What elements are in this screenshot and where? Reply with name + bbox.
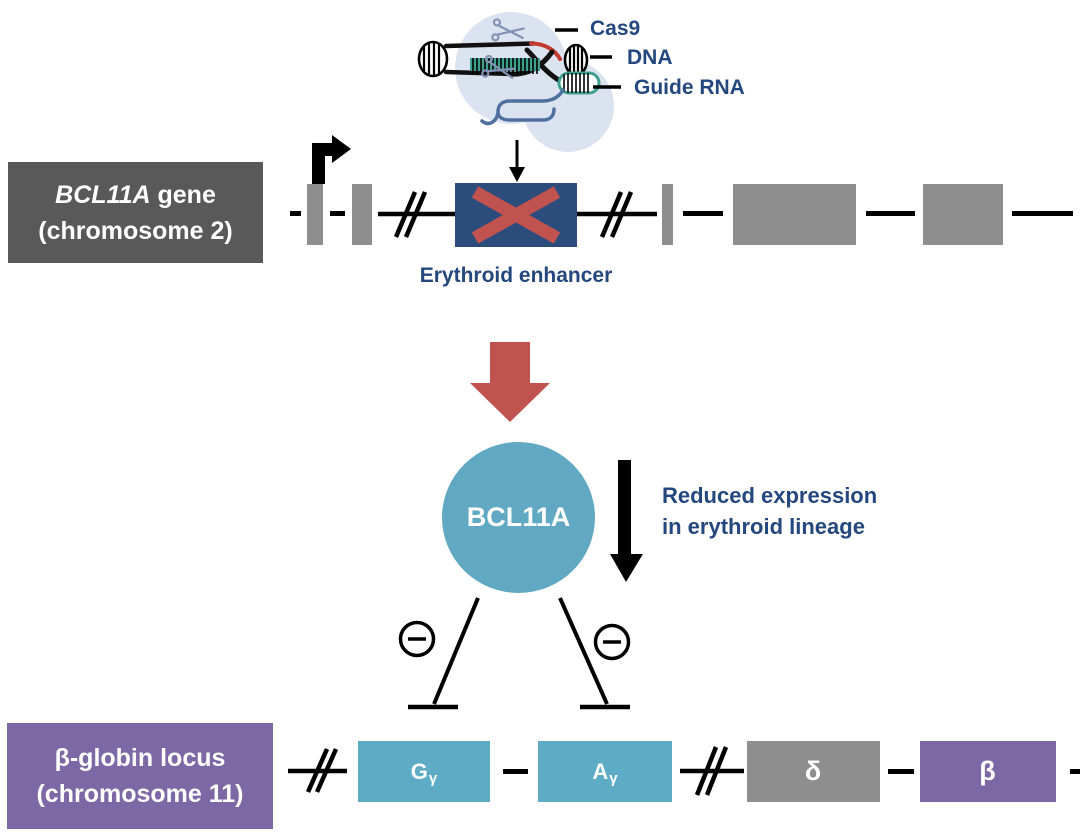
reduced-expression-note: Reduced expression in erythroid lineage <box>662 480 877 542</box>
guide-rna-label: Guide RNA <box>634 76 745 99</box>
gene-name-suffix: gene <box>150 180 216 209</box>
guide-rna-scaffold <box>480 88 565 126</box>
exon <box>923 184 1003 245</box>
scissors-icon <box>491 18 525 42</box>
track-connector <box>503 769 528 774</box>
inhibition-assembly <box>398 597 631 710</box>
gene-subscript: γ <box>428 770 438 787</box>
gene-box-delta: δ <box>747 741 880 802</box>
track-connector <box>866 211 915 216</box>
cut-dna-strand <box>529 41 562 61</box>
track-connector <box>1012 211 1073 216</box>
reduced-expression-arrow-icon <box>610 460 643 582</box>
track-break-icon <box>288 748 347 793</box>
beta-globin-track-label: β-globin locus (chromosome 11) <box>7 723 273 829</box>
gene-symbol: δ <box>804 756 822 786</box>
track-title-line2: (chromosome 11) <box>36 780 244 808</box>
cas9-label: Cas9 <box>590 17 641 40</box>
promoter-arrow-icon <box>312 135 351 184</box>
gene-symbol: β <box>979 756 996 786</box>
gene-subscript: γ <box>609 770 618 787</box>
minus-circle-icon <box>398 620 436 658</box>
erythroid-enhancer-box <box>455 183 577 247</box>
track-connector <box>683 211 723 216</box>
crispr-complex-illustration <box>417 12 621 152</box>
dna-helix-left-icon <box>417 40 449 78</box>
gene-symbol: G <box>410 758 428 784</box>
track-break-icon <box>680 746 744 796</box>
gene-name: BCL11A <box>55 180 151 209</box>
note-line1: Reduced expression <box>662 483 878 508</box>
exon <box>662 184 673 245</box>
track-connector <box>330 211 345 216</box>
gene-symbol: A <box>592 758 609 784</box>
scissors-icon <box>481 54 516 80</box>
bcl11a-gene-track-label: BCL11A gene (chromosome 2) <box>8 162 263 263</box>
note-line2: in erythroid lineage <box>662 514 865 539</box>
targeting-arrow-icon <box>509 140 525 182</box>
label-connectors <box>555 28 621 89</box>
exon <box>733 184 856 245</box>
protein-label: BCL11A <box>466 502 571 532</box>
track-title-line2: (chromosome 2) <box>38 216 233 245</box>
track-break-icon <box>378 191 458 238</box>
exon <box>352 184 372 245</box>
deletion-x-icon <box>471 186 561 244</box>
track-connector <box>888 769 914 774</box>
bcl11a-protein-circle: BCL11A <box>442 442 595 593</box>
track-connector <box>290 211 301 216</box>
guide-rna-capsule <box>557 71 601 95</box>
inhibition-tbar-icon <box>408 597 480 710</box>
inhibition-tbar-icon <box>558 597 630 710</box>
exon <box>307 184 323 245</box>
track-connector <box>1070 769 1080 774</box>
track-title-line1: β-globin locus <box>54 744 226 772</box>
track-title-line1: BCL11A gene <box>55 177 216 213</box>
gene-box-beta: β <box>920 741 1056 802</box>
minus-circle-icon <box>593 623 631 661</box>
dna-label: DNA <box>627 46 673 69</box>
big-down-arrow-icon <box>470 342 550 422</box>
enhancer-caption: Erythroid enhancer <box>419 264 613 287</box>
track-break-icon <box>577 191 657 238</box>
